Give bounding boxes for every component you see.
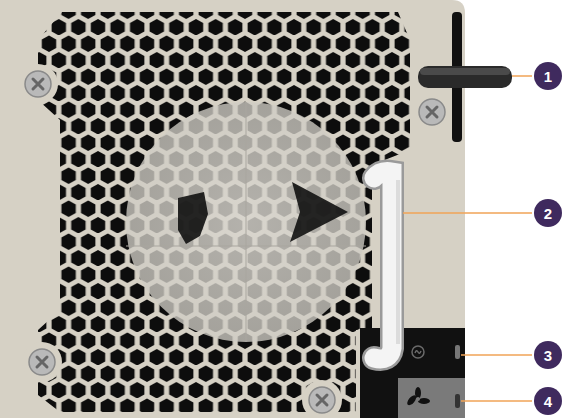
power-led (455, 345, 460, 359)
fan-led (455, 394, 460, 408)
callout-number: 4 (535, 388, 561, 414)
callout-discs (534, 62, 562, 415)
leader-lines (403, 76, 532, 401)
fan-icon (406, 387, 430, 407)
screws (18, 64, 445, 418)
power-icon (412, 346, 424, 358)
callout-number: 1 (535, 63, 561, 89)
fan (126, 102, 366, 342)
handle (374, 172, 398, 359)
callout-number: 2 (535, 200, 561, 226)
callout-number: 3 (535, 342, 561, 368)
release-latch (418, 12, 512, 142)
housing-panel (0, 0, 465, 418)
indicator-panel (360, 328, 465, 418)
